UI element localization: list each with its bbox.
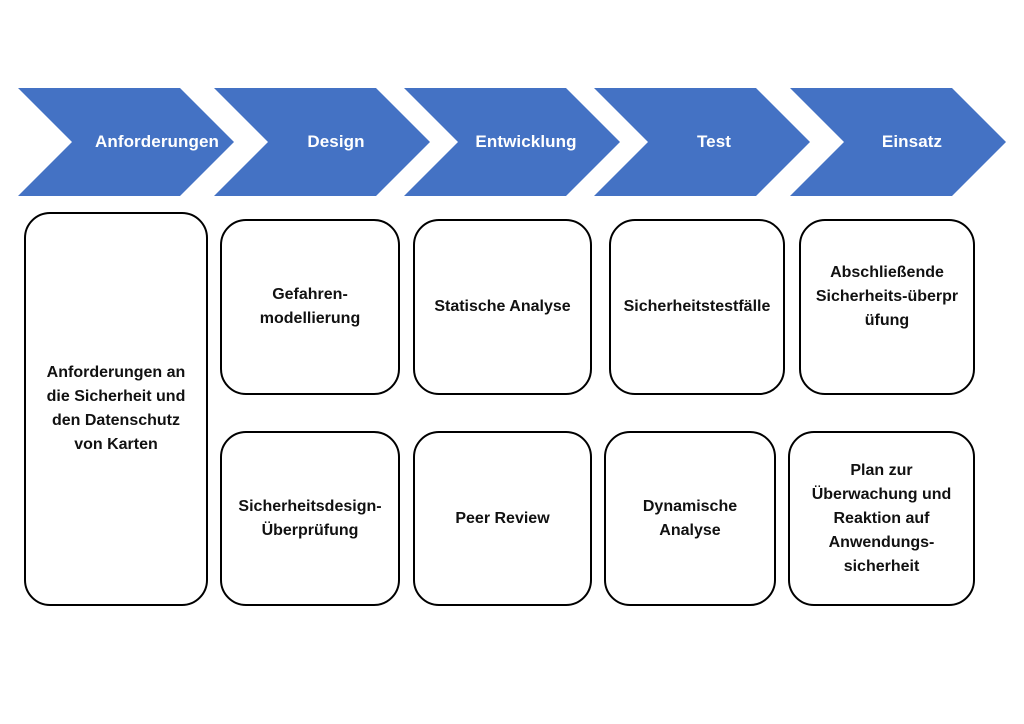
activity-label: Sicherheitstestfälle: [623, 298, 771, 315]
activity-label: Plan zur Überwachung und Reaktion auf An…: [811, 461, 952, 575]
activity-box-requirements: Anforderungen an die Sicherheit und den …: [24, 212, 208, 606]
phase-chevron-test: Test: [594, 88, 810, 196]
activity-box-threat-modeling: Gefahren- modellierung: [220, 219, 400, 395]
phase-chevron-design: Design: [214, 88, 430, 196]
chevron-shape: [18, 88, 234, 196]
chevron-shape: [214, 88, 430, 196]
activity-box-final-review: Abschließende Sicherheits-überpr üfung: [799, 219, 975, 395]
phase-label: Entwicklung: [475, 132, 577, 151]
phase-chevron-anforderungen: Anforderungen: [18, 88, 234, 196]
activity-box-monitoring-plan: Plan zur Überwachung und Reaktion auf An…: [788, 431, 975, 606]
activity-box-dynamic-analysis: Dynamische Analyse: [604, 431, 776, 606]
phase-label: Anforderungen: [94, 132, 220, 151]
activity-label: Abschließende Sicherheits-überpr üfung: [815, 264, 959, 329]
phase-label: Einsatz: [881, 132, 943, 151]
phase-label: Test: [696, 132, 732, 151]
chevron-shape: [790, 88, 1006, 196]
activity-label: Anforderungen an die Sicherheit und den …: [46, 364, 186, 453]
phase-chevron-einsatz: Einsatz: [790, 88, 1006, 196]
activity-label: Dynamische Analyse: [642, 497, 738, 539]
activity-label: Sicherheitsdesign- Überprüfung: [238, 497, 382, 539]
activity-label: Peer Review: [455, 509, 550, 527]
phase-chevron-entwicklung: Entwicklung: [404, 88, 620, 196]
activity-box-design-review: Sicherheitsdesign- Überprüfung: [220, 431, 400, 606]
activity-label: Statische Analyse: [434, 298, 571, 315]
activity-box-peer-review: Peer Review: [413, 431, 592, 606]
phase-label: Design: [307, 132, 365, 151]
chevron-shape: [594, 88, 810, 196]
activity-box-security-test-cases: Sicherheitstestfälle: [609, 219, 785, 395]
chevron-shape: [404, 88, 620, 196]
activity-box-static-analysis: Statische Analyse: [413, 219, 592, 395]
activity-label: Gefahren- modellierung: [259, 286, 361, 327]
